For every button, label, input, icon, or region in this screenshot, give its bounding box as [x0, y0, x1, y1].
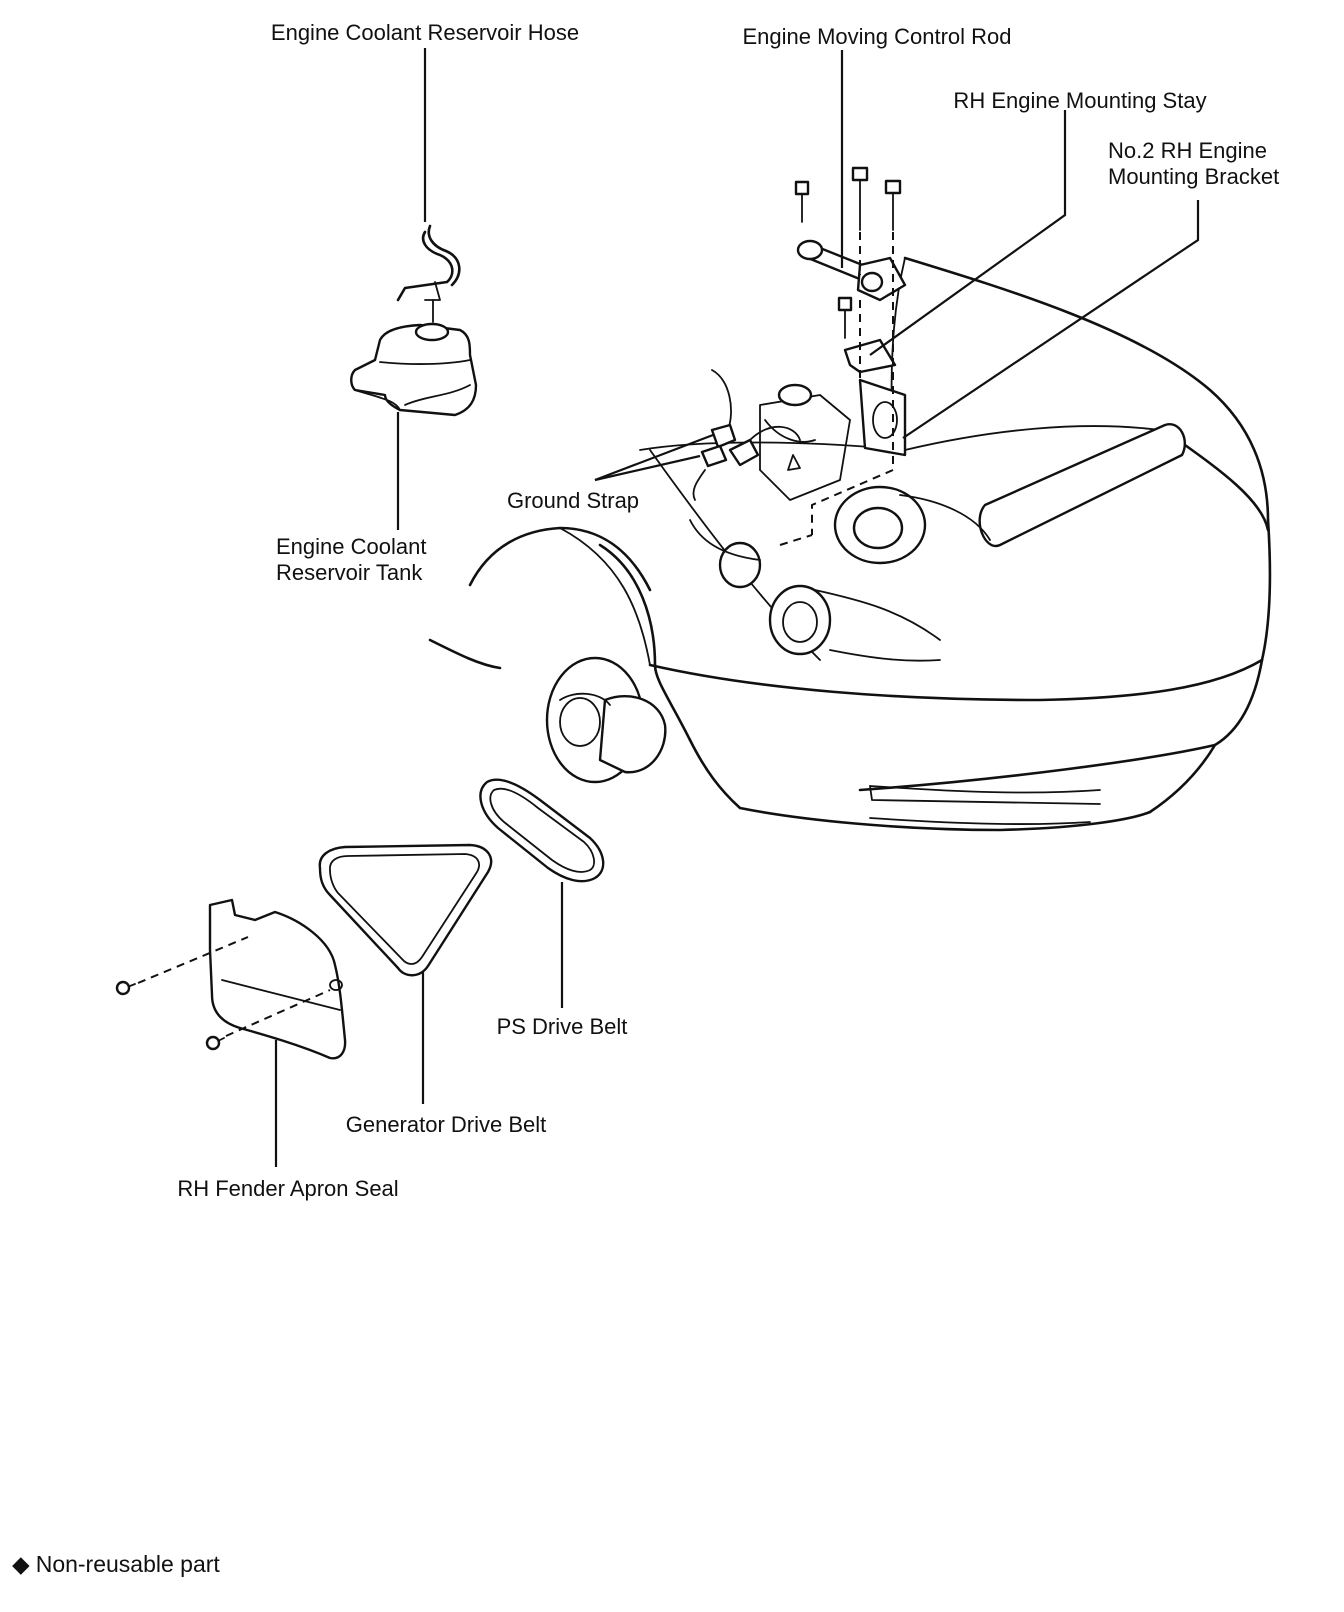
fender-apron-seal-part	[115, 898, 347, 1060]
ps-drive-belt-part	[479, 778, 605, 883]
label-generator-drive-belt: Generator Drive Belt	[345, 1112, 547, 1137]
label-coolant-reservoir-hose: Engine Coolant Reservoir Hose	[270, 20, 580, 45]
label-rh-engine-mounting-stay: RH Engine Mounting Stay	[953, 88, 1207, 113]
label-ground-strap: Ground Strap	[506, 488, 640, 513]
coolant-reservoir-tank-part	[350, 322, 478, 417]
legend-non-reusable: ◆Non-reusable part	[12, 1550, 220, 1578]
label-rh-fender-apron-seal: RH Fender Apron Seal	[177, 1176, 399, 1201]
label-engine-coolant-reservoir-tank: Engine Coolant Reservoir Tank	[276, 534, 426, 586]
legend-text: Non-reusable part	[35, 1551, 220, 1577]
label-tank-line2: Reservoir Tank	[276, 560, 423, 585]
label-tank-line1: Engine Coolant	[276, 534, 427, 559]
wheel-hub	[545, 656, 667, 784]
label-ps-drive-belt: PS Drive Belt	[496, 1014, 628, 1039]
engine-bay-components	[689, 369, 1187, 662]
label-no2-rh-engine-mounting-bracket: No.2 RH Engine Mounting Bracket	[1108, 138, 1279, 190]
label-bracket-line1: No.2 RH Engine	[1108, 138, 1267, 163]
label-engine-moving-control-rod: Engine Moving Control Rod	[742, 24, 1012, 49]
engine-mount-parts	[779, 166, 907, 546]
label-bracket-line2: Mounting Bracket	[1108, 164, 1280, 189]
leader-lines	[274, 48, 1200, 1167]
coolant-reservoir-hose-part	[396, 224, 461, 323]
generator-drive-belt-part	[318, 843, 493, 977]
diamond-icon: ◆	[12, 1551, 30, 1577]
